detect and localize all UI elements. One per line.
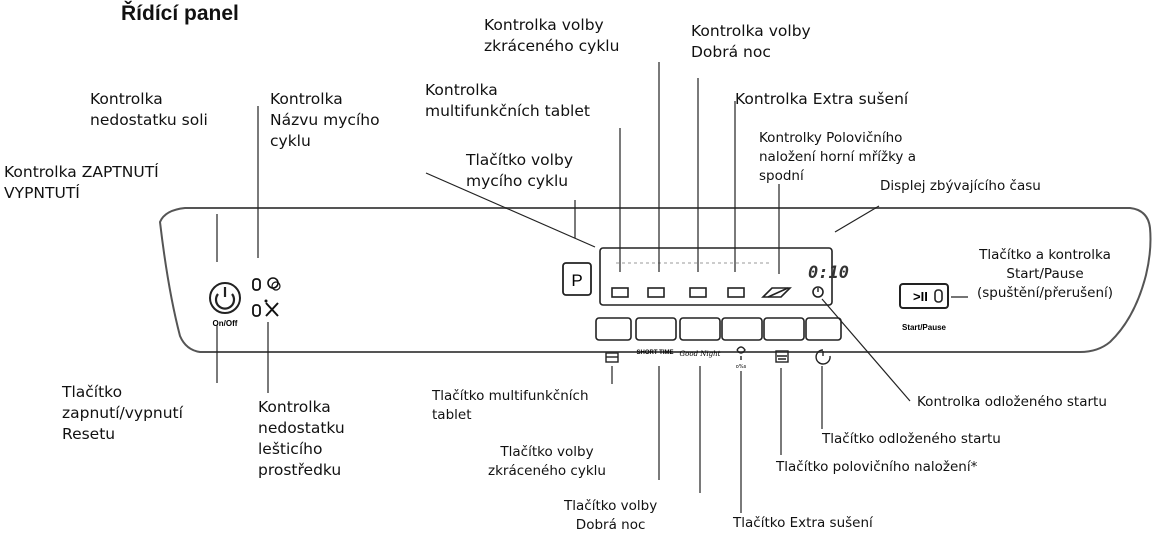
salt-light <box>252 277 281 291</box>
page-title: Řídící panel <box>121 2 239 25</box>
label-start-pause: Tlačítko a kontrolka Start/Pause (spuště… <box>977 247 1114 301</box>
extra-dry-icon <box>736 346 746 354</box>
multitab-button[interactable] <box>595 317 632 341</box>
label-short-cycle-button: Tlačítko volby zkráceného cyklu <box>488 444 606 479</box>
short-cycle-button[interactable] <box>635 317 677 341</box>
label-cycle-name-light: Kontrolka Názvu mycího cyklu <box>270 90 380 150</box>
display-frame <box>599 247 833 306</box>
start-pause-icon: >II <box>913 289 928 304</box>
indicator-lights <box>611 287 792 298</box>
label-short-cycle-light: Kontrolka volby zkráceného cyklu <box>484 16 620 55</box>
rinse-aid-light <box>252 299 279 317</box>
good-night-text: Good Night <box>680 350 721 358</box>
extra-dry-button[interactable] <box>721 317 763 341</box>
label-multitab-light: Kontrolka multifunkčních tablet <box>425 81 590 120</box>
half-load-icon <box>775 350 789 363</box>
label-on-off-light: Kontrolka ZAPTNUTÍ VYPNTUTÍ <box>4 163 159 202</box>
power-icon <box>214 293 236 310</box>
half-load-button[interactable] <box>763 317 805 341</box>
delay-start-button[interactable] <box>805 317 842 341</box>
delay-start-icon <box>815 349 831 365</box>
on-off-text: On/Off <box>213 319 238 328</box>
short-time-text: SHORT TIME <box>637 350 674 356</box>
label-extra-dry-button: Tlačítko Extra sušení <box>733 515 873 531</box>
leader-lines <box>216 62 968 513</box>
program-select-button[interactable]: P <box>562 262 592 296</box>
panel-outline <box>158 207 1152 353</box>
start-pause-button[interactable]: >II Start/Pause <box>899 283 949 332</box>
half-load-indicator <box>761 287 792 298</box>
label-multitab-button: Tlačítko multifunkčních tablet <box>432 388 589 423</box>
label-on-off-button: Tlačítko zapnutí/vypnutí Resetu <box>62 383 183 443</box>
goodnight-indicator <box>689 287 707 298</box>
goodnight-button[interactable] <box>679 317 721 341</box>
extra-dry-small-text: o%s <box>736 364 747 370</box>
label-delay-start-light: Kontrolka odloženého startu <box>917 394 1107 410</box>
on-off-button[interactable]: On/Off <box>209 282 241 328</box>
label-time-display: Displej zbývajícího času <box>880 178 1041 194</box>
extra-dry-indicator <box>727 287 745 298</box>
label-half-load-lights: Kontrolky Polovičního naložení horní mří… <box>759 130 916 184</box>
label-goodnight-button: Tlačítko volby Dobrá noc <box>564 498 658 533</box>
short-cycle-indicator <box>647 287 665 298</box>
start-pause-text: Start/Pause <box>902 323 947 332</box>
label-rinse-aid-light: Kontrolka nedostatku lešticího prostředk… <box>258 398 345 479</box>
time-display: 0:10 <box>808 263 849 283</box>
delay-start-indicator <box>812 286 824 298</box>
label-delay-start-button: Tlačítko odloženého startu <box>822 431 1001 447</box>
rinse-aid-icon <box>265 302 279 317</box>
label-half-load-button: Tlačítko polovičního naložení* <box>776 459 978 475</box>
label-salt-light: Kontrolka nedostatku soli <box>90 90 208 129</box>
label-goodnight-light: Kontrolka volby Dobrá noc <box>691 22 811 61</box>
label-extra-dry-light: Kontrolka Extra sušení <box>735 90 909 108</box>
label-cycle-select-button: Tlačítko volby mycího cyklu <box>466 151 573 190</box>
program-key-text: P <box>571 271 582 290</box>
multitab-indicator <box>611 287 629 298</box>
